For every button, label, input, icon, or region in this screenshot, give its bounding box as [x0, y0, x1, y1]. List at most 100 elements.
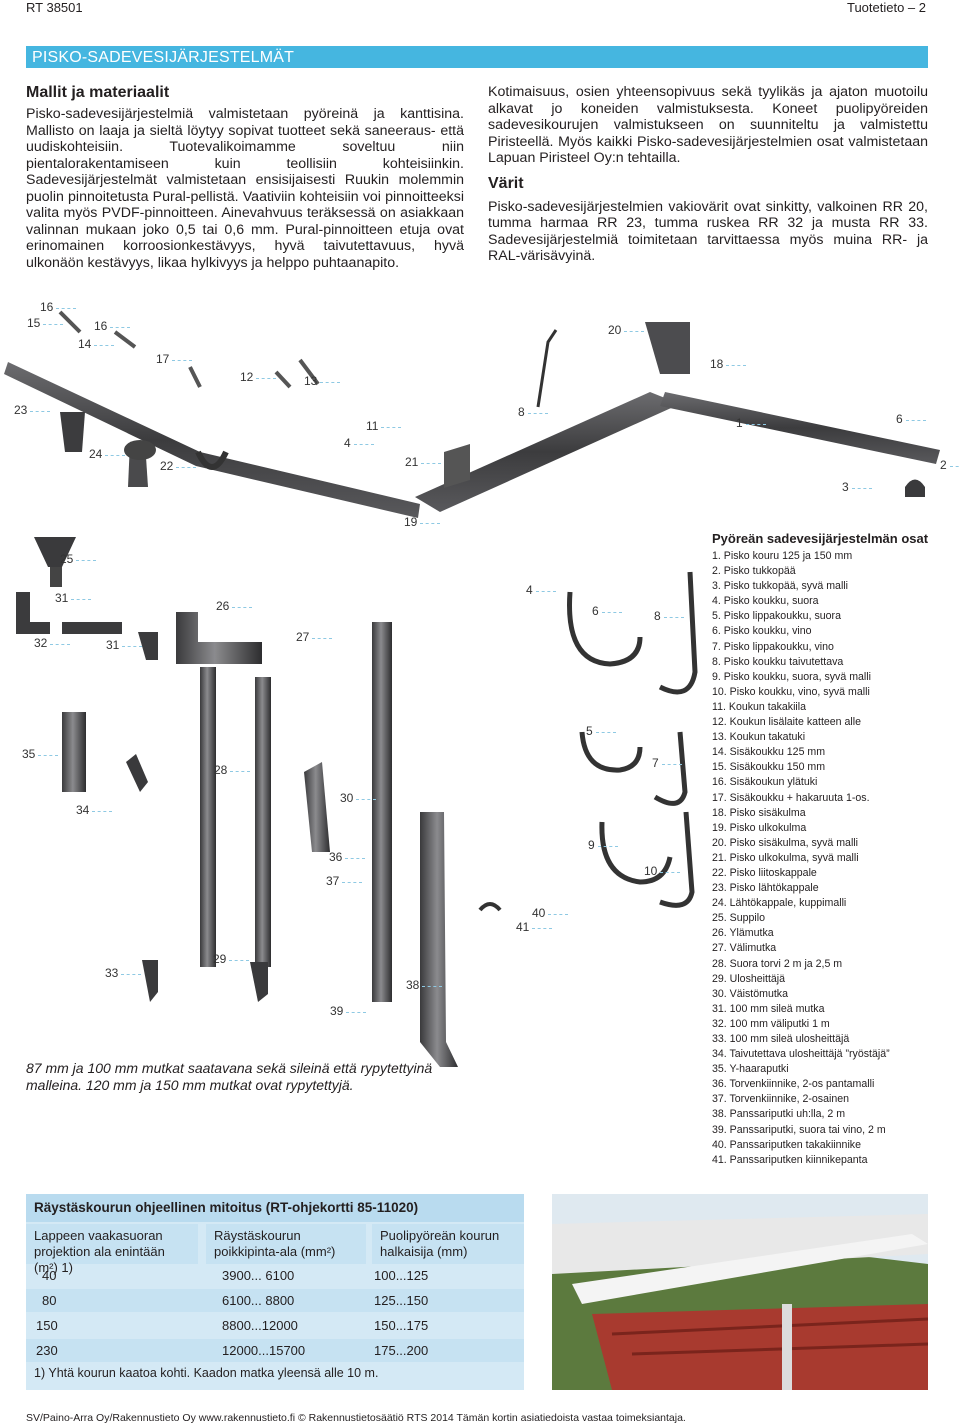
gutter-photo — [552, 1194, 928, 1390]
intro-heading: Mallit ja materiaalit — [26, 84, 170, 101]
parts-list-item: 28. Suora torvi 2 m ja 2,5 m — [712, 957, 843, 970]
callout-11: 11 — [366, 419, 403, 433]
parts-list-item: 32. 100 mm väliputki 1 m — [712, 1017, 830, 1030]
callout-12: 12 — [240, 370, 278, 384]
parts-list-item: 31. 100 mm sileä mutka — [712, 1002, 825, 1015]
parts-list-item: 39. Panssariputki, suora tai vino, 2 m — [712, 1123, 886, 1136]
callout-39: 39 — [330, 1004, 368, 1018]
parts-list-item: 14. Sisäkoukku 125 mm — [712, 746, 826, 759]
table-cell: 12000...15700 — [222, 1343, 306, 1358]
right-column: Kotimaisuus, osien yhteensopivuus sekä t… — [488, 84, 928, 265]
callout-3: 3 — [842, 480, 871, 494]
callout-28: 28 — [214, 763, 252, 777]
callout-41: 41 — [516, 920, 554, 934]
table-row: 150 8800...12000 150...175 — [26, 1314, 524, 1337]
parts-list-item: 34. Taivutettava ulosheittäjä ”ryöstäjä” — [712, 1048, 890, 1061]
table-cell: 175...200 — [374, 1343, 429, 1358]
callout-17: 17 — [156, 352, 194, 366]
callout-18: 18 — [710, 357, 748, 371]
intro-text: Pisko-sadevesijärjestelmiä valmistetaan … — [26, 106, 464, 271]
callout-29: 29 — [213, 952, 251, 966]
callout-21: 21 — [405, 455, 443, 469]
callout-19: 19 — [404, 515, 442, 529]
callout-2: 2 — [940, 458, 960, 472]
callout-9: 9 — [588, 838, 617, 852]
callout-7: 7 — [652, 756, 681, 770]
parts-title: Pyöreän sadevesijärjestelmän osat — [712, 531, 929, 546]
footer-credits: SV/Paino-Arra Oy/Rakennustieto Oy www.ra… — [26, 1412, 686, 1424]
table-cell: 125...150 — [374, 1293, 429, 1308]
parts-list-item: 12. Koukun lisälaite katteen alle — [712, 716, 862, 729]
parts-list-item: 25. Suppilo — [712, 912, 766, 925]
callout-20: 20 — [608, 323, 646, 337]
table-header-diameter: Puolipyöreän kourun halkaisija (mm) — [372, 1224, 524, 1264]
callout-4b: 4 — [526, 583, 555, 597]
table-row: 230 12000...15700 175...200 — [26, 1339, 524, 1362]
callout-6b: 6 — [592, 604, 621, 618]
parts-list-item: 1. Pisko kouru 125 ja 150 mm — [712, 550, 853, 562]
parts-list-item: 23. Pisko lähtökappale — [712, 882, 819, 895]
callout-8b: 8 — [654, 609, 683, 623]
table-cell: 100...125 — [374, 1268, 429, 1283]
parts-list-item: 24. Lähtökappale, kuppimalli — [712, 897, 847, 910]
parts-list-item: 21. Pisko ulkokulma, syvä malli — [712, 851, 859, 864]
parts-list-item: 9. Pisko koukku, suora, syvä malli — [712, 670, 871, 683]
parts-list-item: 29. Ulosheittäjä — [712, 972, 786, 985]
callout-33: 33 — [105, 966, 143, 980]
table-row: 80 6100... 8800 125...150 — [26, 1289, 524, 1312]
table-cell: 8800...12000 — [222, 1318, 298, 1333]
parts-list-item: 41. Panssariputken kiinnikepanta — [712, 1153, 868, 1166]
callout-31a: 31 — [55, 591, 93, 605]
callout-16b: 16 — [94, 319, 132, 333]
table-cell: 230 — [36, 1343, 58, 1358]
parts-list-item: 16. Sisäkoukun ylätuki — [712, 776, 818, 789]
section-banner: PISKO-SADEVESIJÄRJESTELMÄT — [26, 46, 928, 68]
table-header-area: Lappeen vaakasuoran projektion ala enint… — [26, 1224, 198, 1275]
table-cell: 150...175 — [374, 1318, 429, 1333]
parts-list: Pyöreän sadevesijärjestelmän osat 1. Pis… — [712, 531, 932, 1168]
callout-22: 22 — [160, 459, 198, 473]
table-footnote: 1) Yhtä kourun kaatoa kohti. Kaadon matk… — [34, 1366, 379, 1380]
document-code: RT 38501 — [26, 0, 83, 15]
parts-list-item: 5. Pisko lippakoukku, suora — [712, 610, 841, 623]
table-cell: 3900... 6100 — [222, 1268, 295, 1283]
callout-1: 1 — [736, 416, 765, 430]
callout-10: 10 — [644, 864, 682, 878]
table-row: 40 3900... 6100 100...125 — [26, 1264, 524, 1287]
parts-list-item: 22. Pisko liitoskappale — [712, 866, 817, 879]
table-cell: 150 — [36, 1318, 58, 1333]
page-label: Tuotetieto – 2 — [846, 0, 926, 15]
callout-15: 15 — [27, 316, 65, 330]
product-diagram: 16 15 16 14 17 12 13 23 24 22 4 11 21 20… — [0, 292, 960, 1112]
parts-list-item: 18. Pisko sisäkulma — [712, 806, 806, 819]
callout-13: 13 — [304, 374, 342, 388]
colors-text: Pisko-sadevesijärjestelmien vakiovärit o… — [488, 198, 928, 265]
parts-list-item: 8. Pisko koukku taivutettava — [712, 655, 844, 668]
parts-list-item: 19. Pisko ulkokulma — [712, 821, 807, 834]
parts-list-item: 3. Pisko tukkopää, syvä malli — [712, 580, 849, 593]
gutter-right — [660, 392, 940, 464]
table-header-cross-section: Räystäskourun poikkipinta-ala (mm²) — [206, 1224, 366, 1264]
table-cell: 6100... 8800 — [222, 1293, 295, 1308]
parts-list-item: 2. Pisko tukkopää — [712, 565, 796, 578]
colors-heading: Värit — [488, 174, 524, 192]
table-cell: 80 — [42, 1293, 57, 1308]
callout-40: 40 — [532, 906, 570, 920]
table-cell: 40 — [42, 1268, 57, 1283]
callout-32: 32 — [34, 636, 72, 650]
parts-items: 1. Pisko kouru 125 ja 150 mm 2. Pisko tuk… — [712, 549, 932, 1168]
callout-8a: 8 — [518, 405, 547, 419]
manufacturing-text: Kotimaisuus, osien yhteensopivuus sekä t… — [488, 84, 928, 166]
parts-list-item: 26. Ylämutka — [712, 927, 774, 940]
callout-5: 5 — [586, 724, 615, 738]
parts-list-item: 13. Koukun takatuki — [712, 731, 806, 744]
callout-30: 30 — [340, 791, 378, 805]
product-diagram-drawing — [4, 310, 940, 1067]
intro-column: Mallit ja materiaalit Pisko-sadevesijärj… — [26, 84, 464, 271]
callout-25: 25 — [60, 552, 98, 566]
parts-list-item: 38. Panssariputki uh:lla, 2 m — [712, 1108, 846, 1121]
parts-list-item: 11. Koukun takakiila — [712, 700, 807, 713]
callout-6a: 6 — [896, 412, 925, 426]
callout-4a: 4 — [344, 436, 373, 450]
parts-list-item: 17. Sisäkoukku + hakaruuta 1-os. — [712, 791, 870, 804]
